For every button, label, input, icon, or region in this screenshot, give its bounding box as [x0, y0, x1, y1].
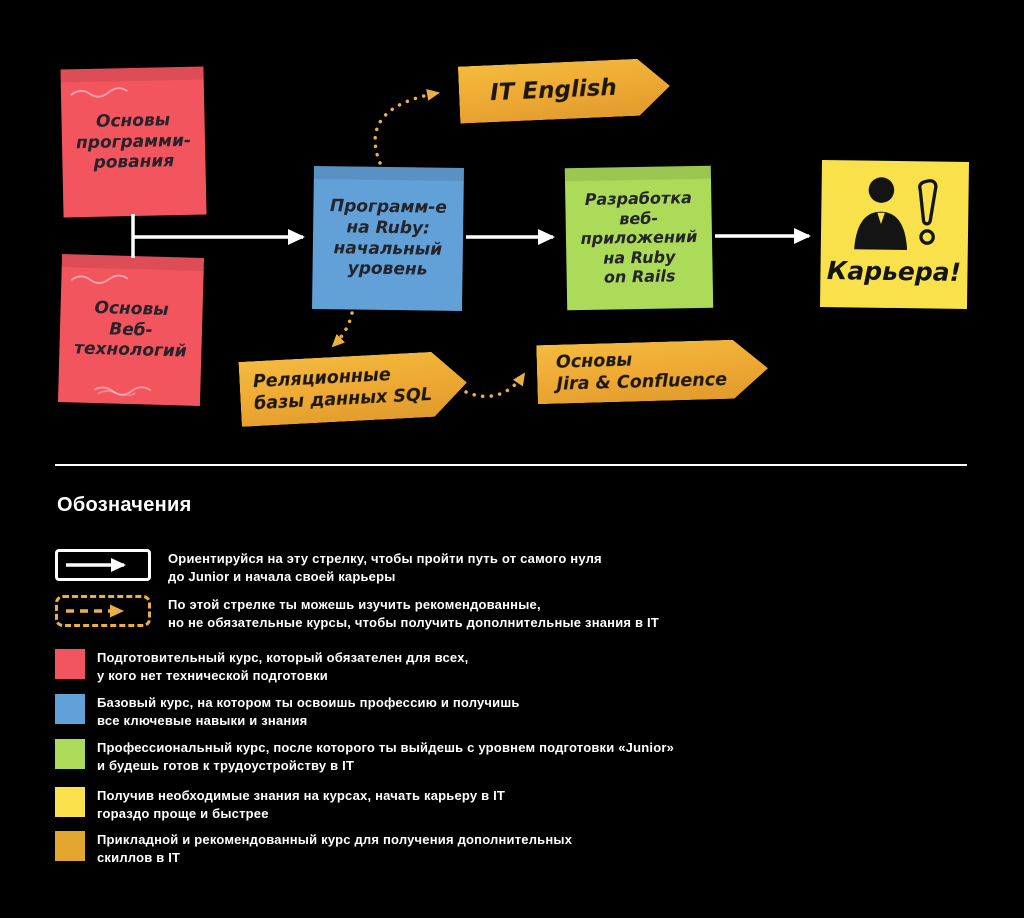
green-swatch	[55, 739, 85, 769]
course-note-label: Основы Веб- технологий	[73, 297, 187, 362]
yellow-swatch	[55, 787, 85, 817]
course-note-ruby-beginner: Программ-е на Ruby: начальный уровень	[312, 165, 464, 312]
banner-label: IT English	[489, 75, 618, 107]
applied-course-description: Прикладной и рекомендованный курс для по…	[97, 832, 573, 866]
banner-label: Основы Jira & Confluence	[555, 350, 728, 395]
legend-row-applied-course: Прикладной и рекомендованный курс для по…	[55, 831, 572, 868]
banner-sql: Реляционные базы данных SQL	[238, 350, 468, 427]
career-note: Карьера!	[819, 159, 970, 310]
scribble-decoration	[70, 274, 129, 284]
scribble-decoration	[93, 386, 152, 397]
preparatory-course-description: Подготовительный курс, который обязателе…	[97, 650, 469, 684]
solid-arrow-description: Ориентируйся на эту стрелку, чтобы пройт…	[168, 551, 602, 585]
gold-swatch	[55, 831, 85, 861]
dashed-arrow-to-jira	[464, 372, 526, 398]
banner-jira-confluence: Основы Jira & Confluence	[536, 339, 769, 404]
blue-swatch	[55, 694, 85, 724]
section-divider	[55, 464, 967, 466]
legend-row-dashed-arrow: По этой стрелке ты можешь изучить рекоме…	[55, 595, 659, 633]
dashed-arrow-description: По этой стрелке ты можешь изучить рекоме…	[168, 597, 659, 631]
base-course-description: Базовый курс, на котором ты освоишь проф…	[97, 695, 520, 729]
dashed-arrow-to-sql	[331, 311, 354, 348]
course-note-web-basics: Основы Веб- технологий	[57, 254, 205, 406]
solid-arrow-sample	[55, 549, 151, 581]
course-note-programming-basics: Основы программи- рования	[60, 66, 207, 218]
legend-row-professional-course: Профессиональный курс, после которого ты…	[55, 739, 674, 776]
professional-course-description: Профессиональный курс, после которого ты…	[97, 740, 675, 774]
legend-row-preparatory: Подготовительный курс, который обязателе…	[55, 649, 468, 686]
career-label: Карьера!	[826, 256, 962, 287]
scribble-decoration	[70, 87, 128, 98]
legend-title: Обозначения	[57, 494, 192, 516]
course-note-label: Основы программи- рования	[75, 110, 192, 174]
solid-arrow-icon	[66, 558, 126, 572]
businessman-icon	[853, 177, 937, 250]
legend-row-solid-arrow: Ориентируйся на эту стрелку, чтобы пройт…	[55, 549, 602, 587]
legend-row-career: Получив необходимые знания на курсах, на…	[55, 787, 505, 824]
career-description: Получив необходимые знания на курсах, на…	[97, 788, 506, 822]
red-swatch	[55, 649, 85, 679]
course-note-label: Разработка веб- приложений на Ruby on Ra…	[580, 188, 698, 287]
course-note-rails: Разработка веб- приложений на Ruby on Ra…	[564, 165, 714, 311]
dashed-arrow-icon	[66, 604, 124, 618]
banner-it-english: IT English	[458, 57, 671, 123]
course-note-label: Программ-е на Ruby: начальный уровень	[329, 196, 448, 280]
banner-label: Реляционные базы данных SQL	[252, 365, 433, 414]
legend-row-base-course: Базовый курс, на котором ты освоишь проф…	[55, 694, 520, 731]
dashed-arrow-to-english	[373, 88, 440, 165]
dashed-arrow-sample	[55, 595, 151, 627]
